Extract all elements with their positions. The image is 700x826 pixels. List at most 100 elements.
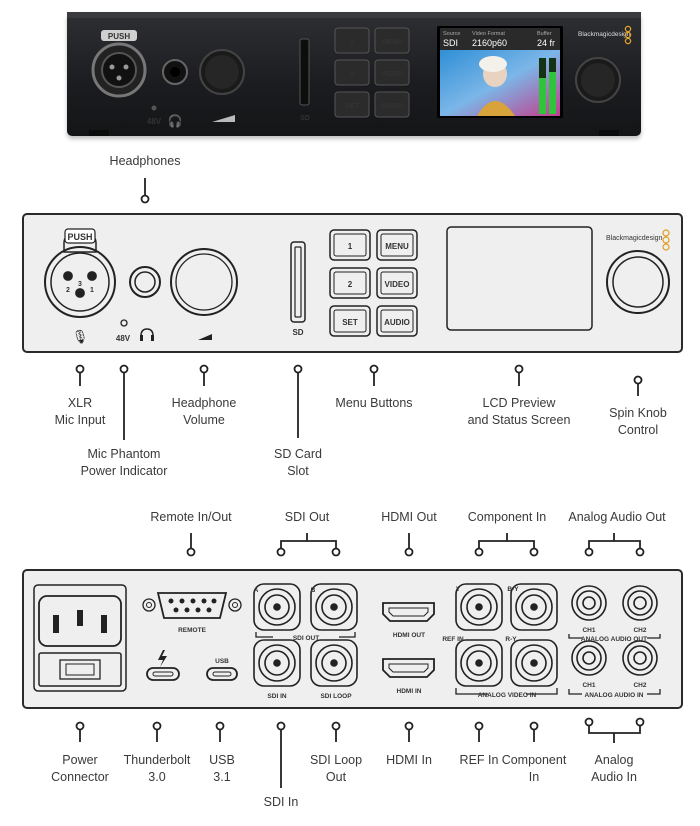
photo-button-1: 1 xyxy=(350,39,354,46)
bnc-sdi-out-b xyxy=(310,583,358,631)
rear-bnc-connectors xyxy=(253,583,558,687)
callout-ref-in: REF In xyxy=(459,753,499,767)
audio-out-ch2-label: CH2 xyxy=(633,627,646,634)
photo-brand-logo: Blackmagicdesign xyxy=(578,31,631,38)
callout-xlr-line1: XLR xyxy=(67,396,93,410)
sdi-loop-label: SDI LOOP xyxy=(320,693,352,700)
front-menu-buttons xyxy=(329,229,418,337)
front-button-set: SET xyxy=(342,318,358,327)
callout-usb-line2: 3.1 xyxy=(213,770,231,784)
photo-lcd-buffer-label: Buffer xyxy=(537,31,552,37)
photo-lcd-screen: Source SDI Video Format 2160p60 Buffer 2… xyxy=(437,26,563,118)
callout-volume-line2: Volume xyxy=(183,413,225,427)
callout-thunderbolt-line2: 3.0 xyxy=(148,770,166,784)
rear-group-brackets xyxy=(255,632,661,695)
callout-component-line1: Component xyxy=(501,753,567,767)
ref-in-label: REF IN xyxy=(442,636,464,643)
photo-lcd-format-label: Video Format xyxy=(472,31,505,37)
bnc-sdi-loop xyxy=(310,639,358,687)
photo-menu-buttons: 1 MENU 2 VIDEO SET AUDIO xyxy=(334,27,410,118)
callout-audio-in-line1: Analog xyxy=(594,753,634,767)
front-brand-dots xyxy=(662,229,670,251)
callout-phantom: Mic Phantom Power Indicator xyxy=(81,446,168,480)
front-phantom-led xyxy=(120,319,128,327)
bnc-component-by xyxy=(510,583,558,631)
component-by-label: B-Y xyxy=(507,586,519,593)
photo-headphones-icon: 🎧 xyxy=(168,114,183,128)
photo-button-set: SET xyxy=(345,103,359,110)
callout-thunderbolt: Thunderbolt 3.0 xyxy=(124,752,191,786)
xlr-pin-1: 1 xyxy=(90,287,94,294)
callout-knob-line1: Spin Knob xyxy=(609,406,667,420)
jack-audio-in-ch2 xyxy=(622,640,658,676)
bnc-ref-in xyxy=(455,639,503,687)
front-volume-knob xyxy=(170,248,238,316)
front-48v-label: 48V xyxy=(116,334,131,343)
remote-label: REMOTE xyxy=(178,627,206,634)
callout-usb-line1: USB xyxy=(209,753,235,767)
analog-video-in-label: ANALOG VIDEO IN xyxy=(478,692,537,699)
photo-sd-label: SD xyxy=(300,115,310,122)
microphone-icon: 🎙 xyxy=(72,329,89,344)
front-button-audio: AUDIO xyxy=(384,318,410,327)
callout-lcd-line2: and Status Screen xyxy=(467,413,571,427)
front-xlr-input xyxy=(44,235,116,318)
bnc-sdi-in xyxy=(253,639,301,687)
callout-lcd-line1: LCD Preview xyxy=(482,396,556,410)
jack-audio-out-ch1 xyxy=(571,585,607,621)
callout-power-line1: Power xyxy=(62,753,98,767)
component-ry-label: R-Y xyxy=(505,636,517,643)
rear-usb-port xyxy=(206,667,238,681)
rear-remote-port xyxy=(142,592,242,619)
front-headphone-jack xyxy=(129,266,161,298)
photo-lcd-source-label: Source xyxy=(443,31,460,37)
rear-hdmi-out xyxy=(382,602,435,622)
callout-sd-slot: SD Card Slot xyxy=(274,446,322,480)
callout-sdi-in: SDI In xyxy=(263,795,299,809)
callout-hdmi-in: HDMI In xyxy=(386,753,432,767)
photo-48v-label: 48V xyxy=(147,117,162,126)
front-button-video: VIDEO xyxy=(385,280,410,289)
front-callout-leaders xyxy=(75,178,643,440)
front-button-menu: MENU xyxy=(385,242,409,251)
callout-menu-buttons: Menu Buttons xyxy=(335,396,413,410)
rear-thunderbolt-port xyxy=(146,650,180,681)
callout-sdi-loop-line2: Out xyxy=(325,770,347,784)
photo-push-label: PUSH xyxy=(108,32,130,41)
callout-sdi-loop: SDI Loop Out xyxy=(310,752,362,786)
callout-spin-knob: Spin Knob Control xyxy=(609,405,667,439)
bnc-component-y xyxy=(455,583,503,631)
device-photo-art: PUSH 48V 🎧 SD 1 MENU 2 VIDEO SET AUDIO xyxy=(67,12,641,136)
hdmi-out-label: HDMI OUT xyxy=(393,632,425,639)
callout-power-line2: Connector xyxy=(51,770,109,784)
callout-remote: Remote In/Out xyxy=(150,510,232,524)
photo-lcd-format-value: 2160p60 xyxy=(472,38,507,48)
photo-button-audio: AUDIO xyxy=(381,103,404,110)
callout-xlr: XLR Mic Input xyxy=(55,395,106,429)
callout-knob-line2: Control xyxy=(617,423,659,437)
front-button-2: 2 xyxy=(348,280,353,289)
callout-xlr-line2: Mic Input xyxy=(54,413,106,427)
device-photo: PUSH 48V 🎧 SD 1 MENU 2 VIDEO SET AUDIO xyxy=(67,12,641,136)
front-sd-label: SD xyxy=(292,328,303,337)
rear-hdmi-in xyxy=(382,658,435,678)
callout-phantom-line2: Power Indicator xyxy=(80,464,168,478)
front-push-label: PUSH xyxy=(67,232,92,242)
bnc-sdi-out-a xyxy=(253,583,301,631)
sdi-a-label: A xyxy=(254,587,259,594)
callout-component-in-top: Component In xyxy=(467,510,547,524)
front-brand-logo: Blackmagicdesign xyxy=(606,235,663,242)
front-spin-knob xyxy=(606,250,670,314)
headphones-icon xyxy=(140,328,154,340)
callout-component-in-bottom: Component In xyxy=(502,752,567,786)
callout-analog-audio-in: Analog Audio In xyxy=(591,752,637,786)
audio-in-ch1-label: CH1 xyxy=(582,682,595,689)
xlr-pin-3: 3 xyxy=(78,281,82,288)
photo-button-menu: MENU xyxy=(382,39,403,46)
hdmi-in-label: HDMI IN xyxy=(397,688,422,695)
callout-analog-audio-out: Analog Audio Out xyxy=(568,510,666,524)
bnc-component-ry xyxy=(510,639,558,687)
rear-audio-jacks xyxy=(571,585,658,676)
photo-lcd-buffer-value: 24 fr xyxy=(537,38,555,48)
